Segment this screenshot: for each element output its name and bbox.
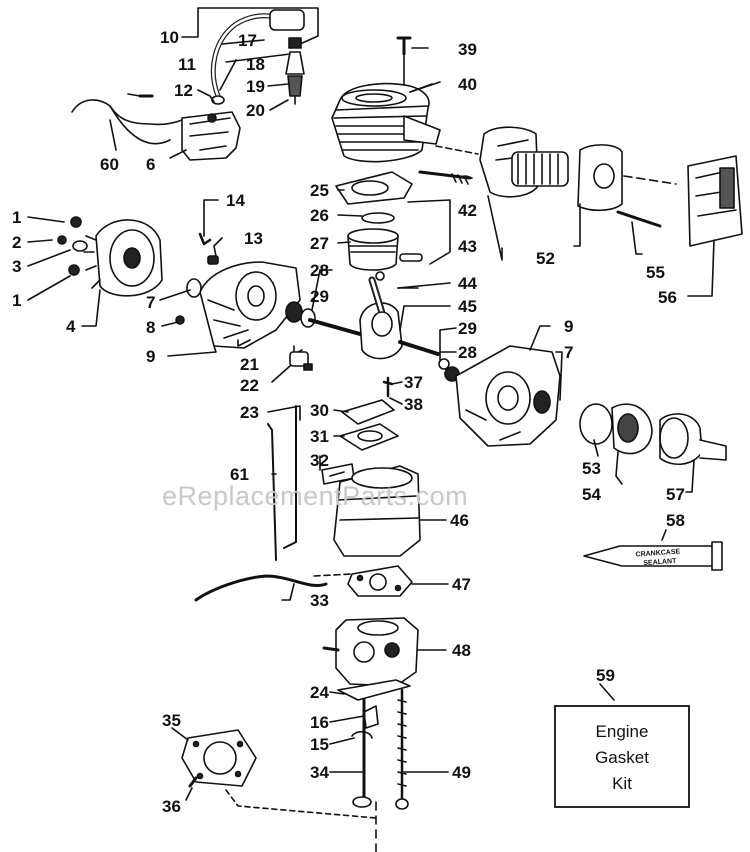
callout-49: 49 bbox=[452, 763, 471, 782]
muffler-assembly bbox=[436, 127, 742, 246]
callout-labels: 10 17 11 18 19 12 20 60 6 39 40 1 2 3 1 … bbox=[12, 28, 685, 816]
callout-38: 38 bbox=[404, 395, 423, 414]
callout-40: 40 bbox=[458, 75, 477, 94]
callout-58: 58 bbox=[666, 511, 685, 530]
carb-gasket bbox=[348, 566, 412, 596]
callout-23: 23 bbox=[240, 403, 259, 422]
callout-14: 14 bbox=[226, 191, 245, 210]
callout-19: 19 bbox=[246, 77, 265, 96]
callout-29-right: 29 bbox=[458, 319, 477, 338]
callout-3: 3 bbox=[12, 257, 21, 276]
callout-9-right: 9 bbox=[564, 317, 573, 336]
callout-15: 15 bbox=[310, 735, 329, 754]
mounting-bolts bbox=[353, 690, 408, 852]
callout-4: 4 bbox=[66, 317, 76, 336]
callout-22: 22 bbox=[240, 376, 259, 395]
callout-61: 61 bbox=[230, 465, 249, 484]
kit-line-engine: Engine bbox=[596, 722, 649, 741]
callout-60: 60 bbox=[100, 155, 119, 174]
callout-7-left: 7 bbox=[146, 293, 155, 312]
ignition-wire-assembly bbox=[198, 8, 318, 104]
callout-7-right: 7 bbox=[564, 343, 573, 362]
callout-27: 27 bbox=[310, 234, 329, 253]
callout-46: 46 bbox=[450, 511, 469, 530]
intake-reed-assembly bbox=[322, 378, 398, 484]
callout-28-right: 28 bbox=[458, 343, 477, 362]
callout-25: 25 bbox=[310, 181, 329, 200]
kit-line-kit: Kit bbox=[612, 774, 632, 793]
callout-1-bottom: 1 bbox=[12, 291, 21, 310]
crankcase-left bbox=[176, 234, 315, 366]
throttle-linkage bbox=[196, 364, 352, 600]
callout-6: 6 bbox=[146, 155, 155, 174]
cylinder bbox=[332, 38, 440, 162]
callout-47: 47 bbox=[452, 575, 471, 594]
callout-42: 42 bbox=[458, 201, 477, 220]
callout-1-top: 1 bbox=[12, 208, 21, 227]
callout-39: 39 bbox=[458, 40, 477, 59]
callout-57: 57 bbox=[666, 485, 685, 504]
callout-28-left: 28 bbox=[310, 261, 329, 280]
flywheel bbox=[58, 217, 162, 296]
kit-line-gasket: Gasket bbox=[595, 748, 649, 767]
air-box bbox=[334, 466, 420, 556]
callout-2: 2 bbox=[12, 233, 21, 252]
callout-52: 52 bbox=[536, 249, 555, 268]
callout-8: 8 bbox=[146, 318, 155, 337]
callout-13: 13 bbox=[244, 229, 263, 248]
sealant-tube-line2: SEALANT bbox=[643, 558, 677, 567]
callout-36: 36 bbox=[162, 797, 181, 816]
callout-10: 10 bbox=[160, 28, 179, 47]
piston-group bbox=[336, 172, 422, 288]
callout-33: 33 bbox=[310, 591, 329, 610]
callout-34: 34 bbox=[310, 763, 329, 782]
callout-18: 18 bbox=[246, 55, 265, 74]
callout-31: 31 bbox=[310, 427, 329, 446]
callout-20: 20 bbox=[246, 101, 265, 120]
callout-45: 45 bbox=[458, 297, 477, 316]
callout-kit-59: 59 bbox=[596, 666, 615, 685]
sealant-tube-line1: CRANKCASE bbox=[635, 548, 680, 558]
carburetor bbox=[324, 618, 418, 738]
callout-17: 17 bbox=[238, 31, 257, 50]
callout-11: 11 bbox=[178, 55, 196, 74]
callout-43: 43 bbox=[458, 237, 477, 256]
callout-56: 56 bbox=[658, 288, 677, 307]
sealant-tube bbox=[584, 542, 722, 570]
ignition-module bbox=[72, 96, 240, 160]
callout-54: 54 bbox=[582, 485, 601, 504]
leader-lines bbox=[27, 36, 715, 801]
callout-32: 32 bbox=[310, 451, 329, 470]
callout-16: 16 bbox=[310, 713, 329, 732]
callout-12: 12 bbox=[174, 81, 193, 100]
lower-gasket bbox=[182, 730, 376, 818]
callout-55: 55 bbox=[646, 263, 665, 282]
callout-21: 21 bbox=[240, 355, 259, 374]
gasket-kit-box bbox=[554, 705, 690, 808]
callout-37: 37 bbox=[404, 373, 423, 392]
callout-44: 44 bbox=[458, 274, 477, 293]
callout-26: 26 bbox=[310, 206, 329, 225]
callout-48: 48 bbox=[452, 641, 471, 660]
callout-35: 35 bbox=[162, 711, 181, 730]
crankshaft bbox=[310, 280, 459, 381]
watermark: eReplacementParts.com bbox=[162, 481, 468, 511]
pin-42 bbox=[420, 172, 470, 184]
callout-53: 53 bbox=[582, 459, 601, 478]
callout-24: 24 bbox=[310, 683, 329, 702]
callout-9-left: 9 bbox=[146, 347, 155, 366]
callout-29-left: 29 bbox=[310, 287, 329, 306]
clutch-assembly bbox=[580, 404, 726, 464]
callout-30: 30 bbox=[310, 401, 329, 420]
crankcase-right bbox=[456, 346, 560, 446]
